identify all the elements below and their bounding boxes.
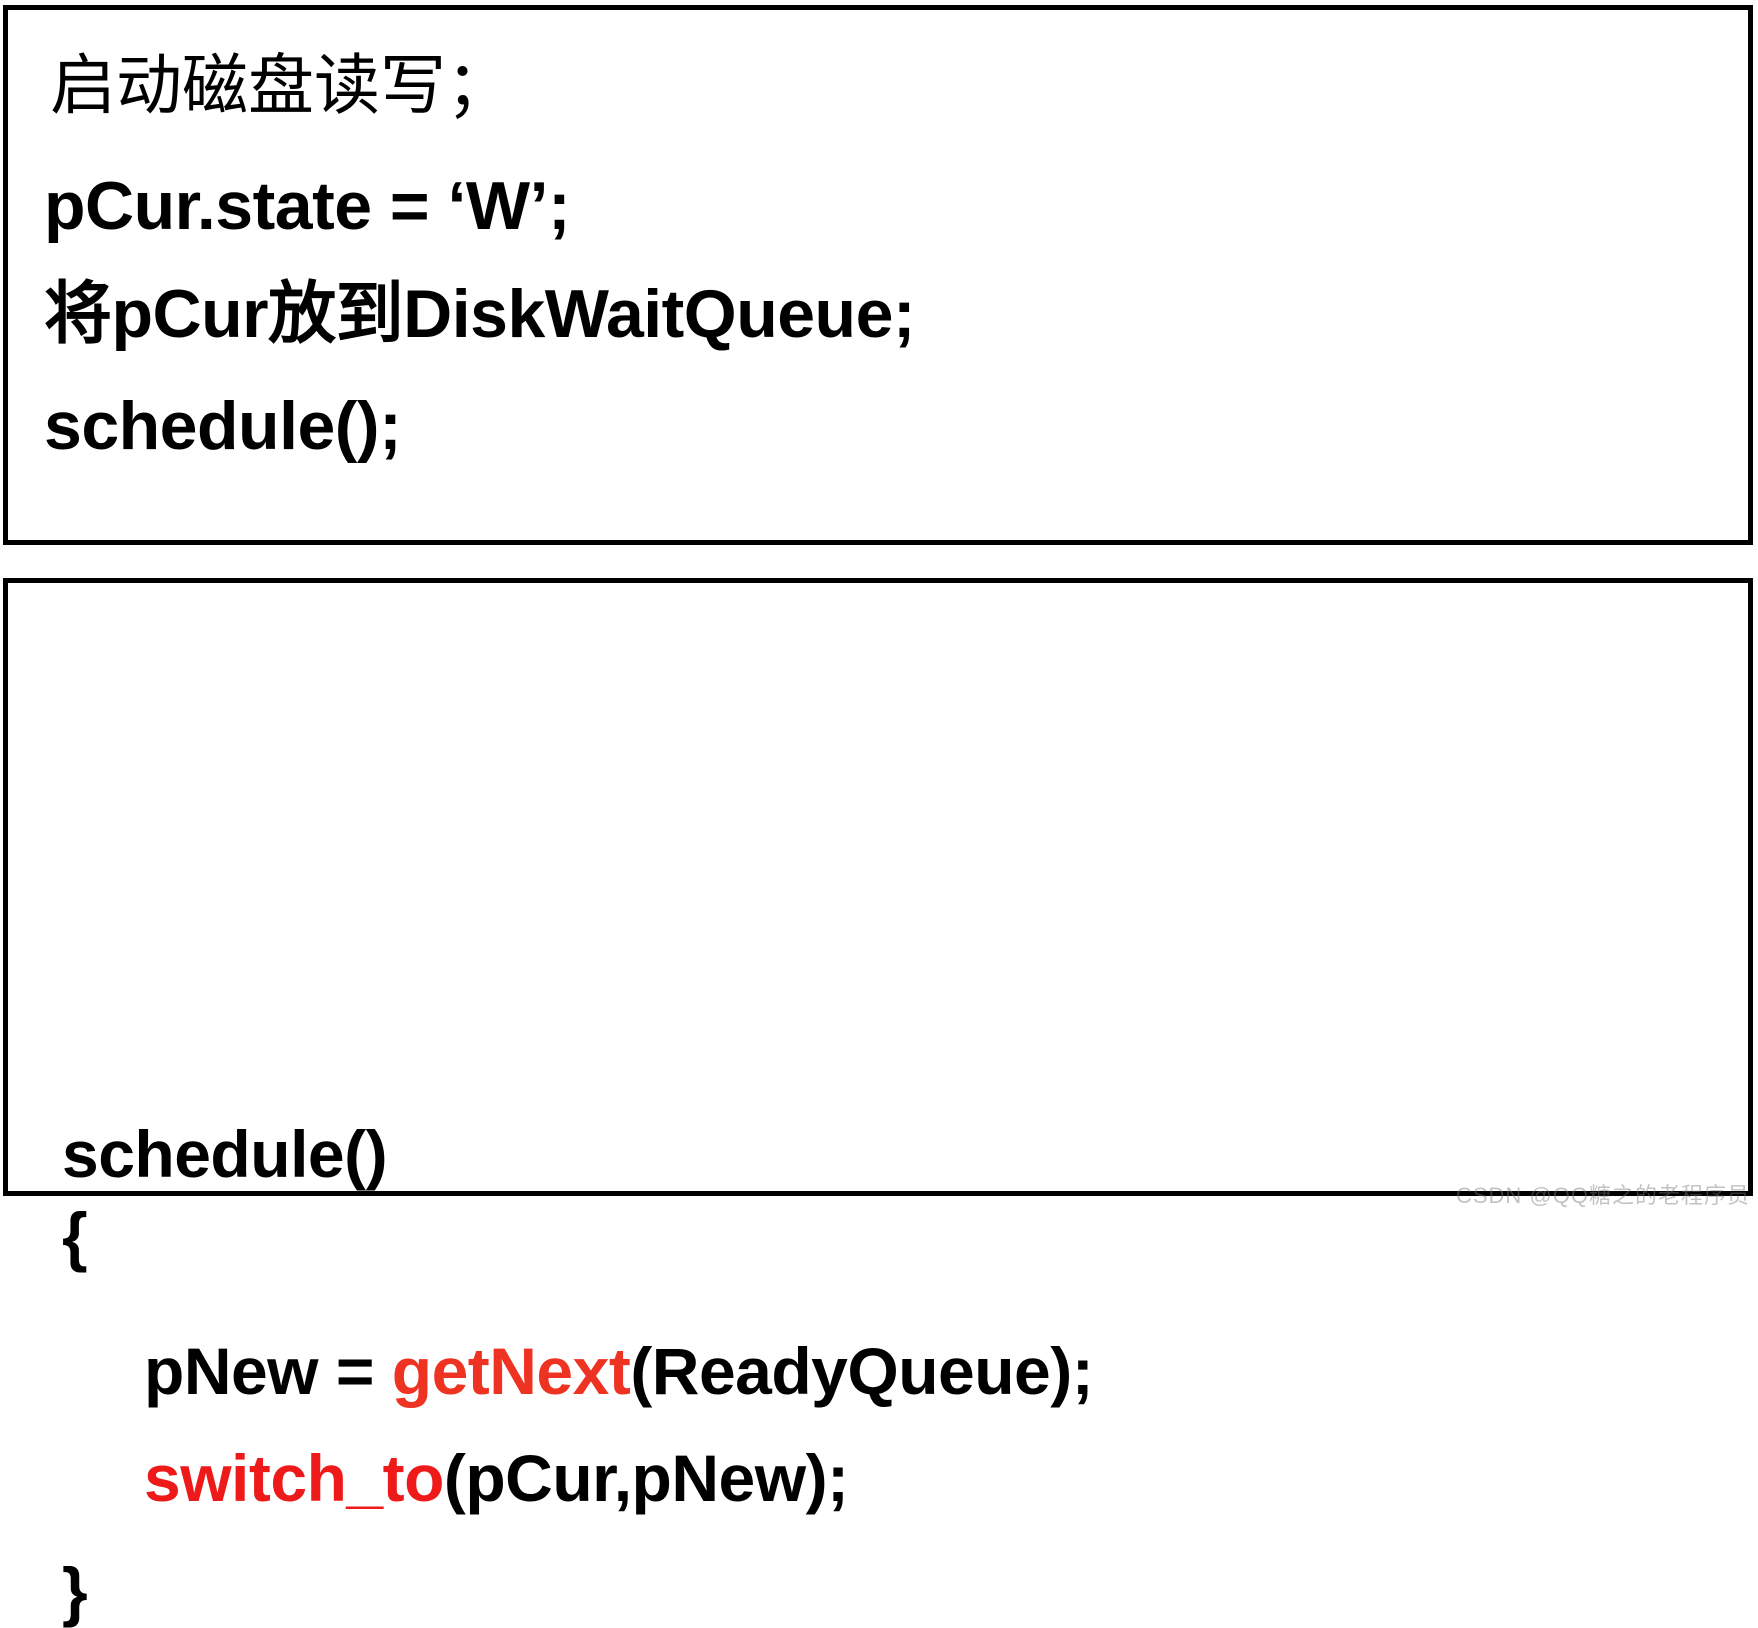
csdn-watermark: CSDN @QQ糖之的老程序员 — [1455, 1183, 1750, 1208]
token-switch-to-args: (pCur,pNew); — [443, 1441, 849, 1515]
code-line-switch-to: switch_to(pCur,pNew); — [144, 1445, 849, 1511]
schedule-code-box: schedule() { pNew = getNext(ReadyQueue);… — [3, 578, 1753, 1624]
token-getnext-call: getNext — [391, 1334, 631, 1408]
code-line-enqueue-diskwaitqueue: 将pCur放到DiskWaitQueue; — [44, 276, 916, 352]
code-line-pnew-getnext: pNew = getNext(ReadyQueue); — [144, 1338, 1094, 1404]
token-readyqueue-args: (ReadyQueue); — [630, 1334, 1094, 1408]
token-switch-to-call: switch_to — [144, 1441, 444, 1515]
code-line-open-brace: { — [62, 1199, 88, 1273]
code-line-schedule-signature: schedule() — [62, 1117, 388, 1191]
token-pnew-assign: pNew = — [144, 1334, 392, 1408]
slide-canvas: 启动磁盘读写； pCur.state = ‘W’; 将pCur放到DiskWai… — [3, 5, 1753, 1624]
code-line-call-schedule: schedule(); — [44, 388, 402, 464]
code-line-pcur-state-assign: pCur.state = ‘W’; — [44, 168, 571, 244]
code-line-start-disk-io: 启动磁盘读写； — [50, 48, 512, 122]
code-line-close-brace: } — [62, 1554, 88, 1628]
driver-code-box: 启动磁盘读写； pCur.state = ‘W’; 将pCur放到DiskWai… — [3, 5, 1753, 545]
